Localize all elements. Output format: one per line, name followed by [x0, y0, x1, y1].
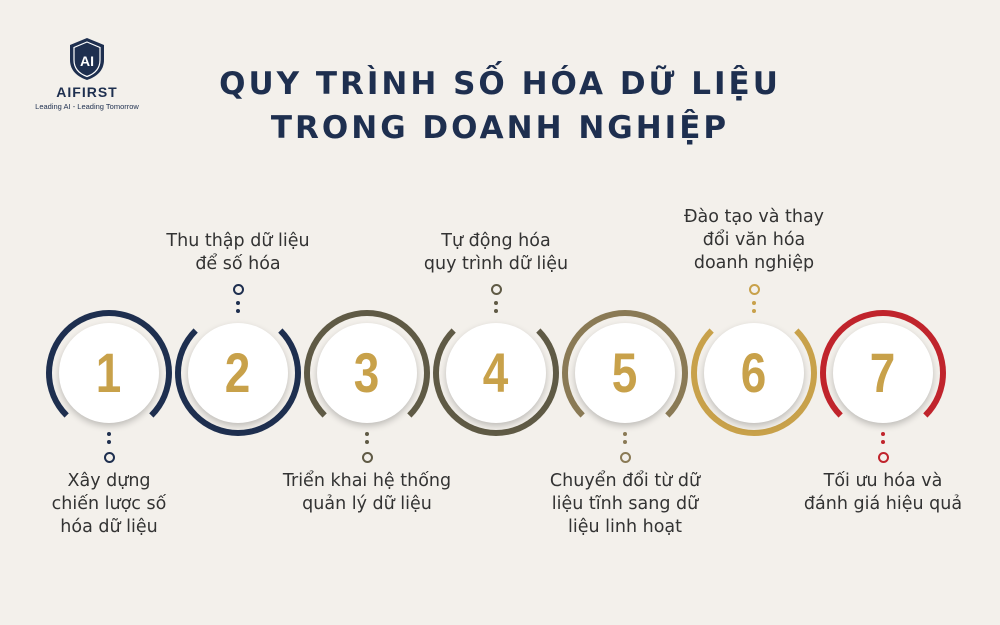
step-7-ring	[820, 310, 946, 436]
step-6-ring	[691, 310, 817, 436]
step-5-number: 5	[612, 341, 638, 404]
title-line-2: TRONG DOANH NGHIỆP	[270, 110, 730, 146]
step-5-connector	[619, 432, 631, 466]
step-6-connector	[748, 284, 760, 318]
step-4-connector	[490, 284, 502, 318]
step-5-label: Chuyển đổi từ dữ liệu tĩnh sang dữ liệu …	[549, 471, 701, 537]
step-3-label: Triển khai hệ thống quản lý dữ liệu	[282, 471, 452, 514]
step-7-connector	[877, 432, 889, 466]
step-4-circle: 4	[446, 323, 546, 423]
step-3-number: 3	[354, 341, 380, 404]
step-2-label: Thu thập dữ liệu để số hóa	[166, 231, 310, 274]
brand-name: AIFIRST	[56, 84, 118, 100]
step-1-connector	[103, 432, 115, 466]
shield-logo-icon: AI	[70, 38, 104, 80]
brand-logo: AI AIFIRST Leading AI - Leading Tomorrow	[22, 36, 152, 111]
step-1-circle: 1	[59, 323, 159, 423]
step-2-ring	[175, 310, 301, 436]
step-4-label: Tự động hóa quy trình dữ liệu	[423, 231, 569, 274]
step-6-number: 6	[741, 341, 767, 404]
step-3-ring	[304, 310, 430, 436]
step-1-label: Xây dựng chiến lược số hóa dữ liệu	[51, 471, 167, 537]
step-6-label: Đào tạo và thay đổi văn hóa doanh nghiệp	[683, 207, 825, 273]
title-line-1: QUY TRÌNH SỐ HÓA DỮ LIỆU	[219, 66, 781, 102]
step-2-connector	[232, 284, 244, 318]
step-1-ring	[46, 310, 172, 436]
step-7-circle: 7	[833, 323, 933, 423]
step-6-circle: 6	[704, 323, 804, 423]
logo-mark-text: AI	[80, 53, 94, 69]
step-7-number: 7	[870, 341, 896, 404]
step-5-circle: 5	[575, 323, 675, 423]
step-2-circle: 2	[188, 323, 288, 423]
step-4-number: 4	[483, 341, 509, 404]
step-3-circle: 3	[317, 323, 417, 423]
step-2-number: 2	[225, 341, 251, 404]
page-title: QUY TRÌNH SỐ HÓA DỮ LIỆU TRONG DOANH NGH…	[200, 62, 800, 150]
step-1-number: 1	[96, 341, 122, 404]
step-4-ring	[433, 310, 559, 436]
step-3-connector	[361, 432, 373, 466]
step-5-ring	[562, 310, 688, 436]
brand-tagline: Leading AI - Leading Tomorrow	[35, 102, 139, 111]
step-7-label: Tối ưu hóa và đánh giá hiệu quả	[803, 471, 963, 514]
